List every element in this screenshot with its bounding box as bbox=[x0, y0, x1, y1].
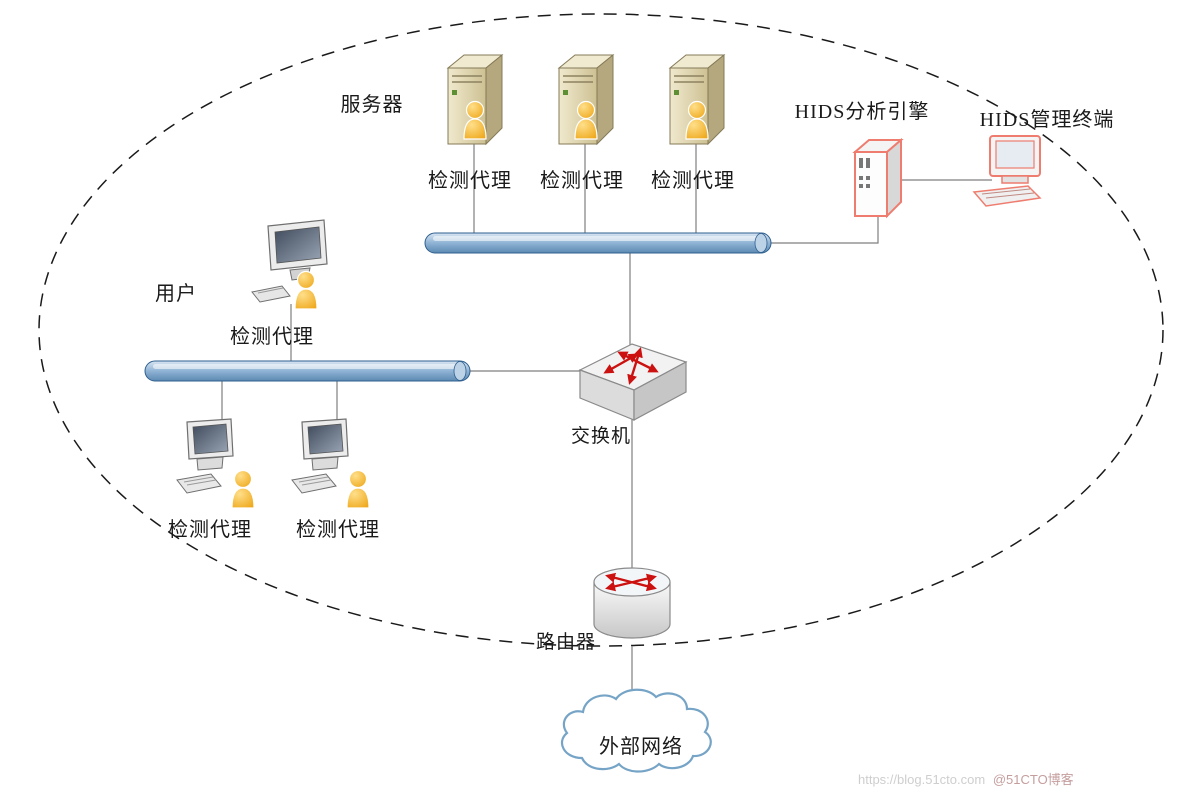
watermark-badge: @51CTO博客 bbox=[992, 772, 1074, 787]
user-pc-icon-2 bbox=[292, 419, 369, 508]
server-agent-label-2: 检测代理 bbox=[540, 170, 624, 192]
server-icon-1 bbox=[448, 55, 502, 144]
connector-lines bbox=[221, 140, 992, 704]
user-monitor-icon bbox=[252, 220, 327, 309]
user-pc-agent-label-2: 检测代理 bbox=[296, 519, 380, 541]
user-pc-icon-1 bbox=[177, 419, 254, 508]
hids-terminal-icon bbox=[973, 135, 1041, 207]
server-agent-label-3: 检测代理 bbox=[651, 170, 735, 192]
server-icon-3 bbox=[670, 55, 724, 144]
switch-label: 交换机 bbox=[570, 426, 632, 447]
users-group-label: 用户 bbox=[155, 283, 197, 305]
hids-engine-icon bbox=[854, 139, 902, 217]
switch-icon bbox=[580, 344, 686, 420]
router-label: 路由器 bbox=[535, 632, 597, 653]
user-segment-bus bbox=[144, 360, 471, 382]
server-icon-2 bbox=[559, 55, 613, 144]
router-icon bbox=[594, 568, 670, 638]
user-pc-agent-label-1: 检测代理 bbox=[168, 519, 252, 541]
watermark-url: https://blog.51cto.com bbox=[858, 772, 986, 787]
server-segment-bus bbox=[424, 232, 772, 254]
external-network-label: 外部网络 bbox=[599, 736, 683, 758]
servers-group-label: 服务器 bbox=[340, 94, 404, 116]
hids-engine-label: HIDS分析引擎 bbox=[794, 101, 930, 123]
server-agent-label-1: 检测代理 bbox=[428, 170, 512, 192]
user-monitor-agent-label: 检测代理 bbox=[230, 326, 314, 348]
watermark: https://blog.51cto.com @51CTO博客 bbox=[858, 769, 1074, 788]
hids-terminal-label: HIDS管理终端 bbox=[979, 109, 1115, 131]
network-boundary-ellipse bbox=[38, 13, 1164, 647]
